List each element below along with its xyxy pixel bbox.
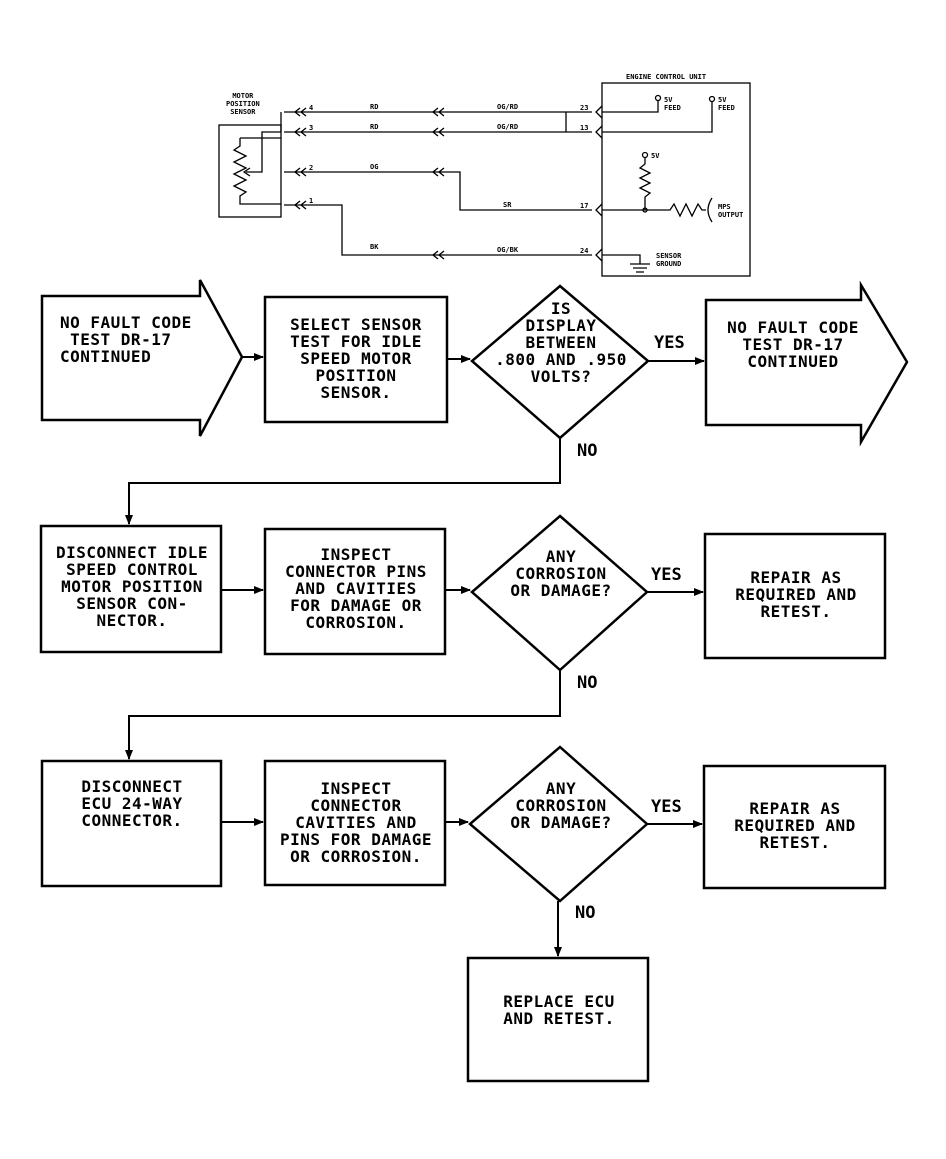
wire-pin-1: [284, 204, 592, 256]
replace-ecu-text: REPLACE ECU AND RETEST.: [503, 992, 615, 1028]
pin-1-label: 1: [309, 197, 314, 205]
repair-retest-text-1: REPAIR AS REQUIRED AND RETEST.: [735, 568, 857, 621]
mps-output-label: MPS OUTPUT: [718, 203, 744, 219]
yes-label-1: YES: [654, 333, 685, 353]
continue-connector-text: NO FAULT CODE TEST DR-17 CONTINUED: [727, 318, 859, 371]
sensor-wiper: [246, 131, 281, 173]
start-connector-text: NO FAULT CODE TEST DR-17 CONTINUED: [60, 313, 192, 366]
sensor-ground-label: SENSOR GROUND: [656, 252, 682, 268]
no-label-1: NO: [577, 441, 598, 461]
display-voltage-question: IS DISPLAY BETWEEN .800 AND .950 VOLTS?: [495, 299, 627, 386]
pin-2-label: 2: [309, 164, 314, 172]
continue-connector-arrow: [704, 280, 909, 447]
repair-retest-box-1: [703, 532, 887, 660]
feed-label-1: 5V FEED: [664, 96, 681, 112]
wire-2-color: OG: [370, 163, 379, 171]
arrow-no-to-disconnect-ecu: [125, 670, 561, 760]
no-label-2: NO: [577, 673, 598, 693]
wire-13-color: OG/RD: [497, 123, 519, 131]
disconnect-idle-sensor-text: DISCONNECT IDLE SPEED CONTROL MOTOR POSI…: [56, 543, 208, 630]
start-connector-arrow: [40, 279, 244, 437]
pin-3-label: 3: [309, 124, 314, 132]
ecu-pin-17: 17: [580, 202, 589, 210]
disconnect-ecu-text: DISCONNECT ECU 24-WAY CONNECTOR.: [81, 777, 183, 830]
wire-4-color: RD: [370, 103, 379, 111]
wire-pin-2: [284, 171, 592, 211]
corrosion-decision-2: [468, 745, 649, 903]
inspect-connector-cavities-text: INSPECT CONNECTOR CAVITIES AND PINS FOR …: [280, 779, 432, 866]
ecu-pin-24: 24: [580, 247, 589, 255]
yes-label-3: YES: [651, 797, 682, 817]
corrosion-question-1: ANY CORROSION OR DAMAGE?: [510, 547, 612, 600]
ecu-pin-13: 13: [580, 124, 589, 132]
select-sensor-test-text: SELECT SENSOR TEST FOR IDLE SPEED MOTOR …: [290, 315, 422, 402]
wire-3-color: RD: [370, 123, 379, 131]
wiring-schematic: [218, 82, 751, 277]
feed-label-2: 5V FEED: [718, 96, 735, 112]
wire-17-color: SR: [503, 201, 512, 209]
corrosion-question-2: ANY CORROSION OR DAMAGE?: [510, 779, 612, 832]
no-label-3: NO: [575, 903, 596, 923]
engine-control-unit-box: [601, 82, 751, 277]
ecu-label: ENGINE CONTROL UNIT: [626, 73, 707, 81]
arrow-no-to-disconnect-idle: [125, 438, 561, 525]
disconnect-ecu-box: [40, 759, 223, 888]
repair-retest-box-2: [702, 764, 887, 890]
ref-5v-label: 5V: [651, 152, 660, 160]
replace-ecu-box: [466, 956, 650, 1083]
ecu-pin-23: 23: [580, 104, 589, 112]
sensor-label: MOTOR POSITION SENSOR: [226, 92, 260, 116]
wire-24-color: OG/BK: [497, 246, 519, 254]
inspect-connector-pins-text: INSPECT CONNECTOR PINS AND CAVITIES FOR …: [285, 545, 427, 632]
sensor-resistor: [232, 138, 281, 205]
repair-retest-text-2: REPAIR AS REQUIRED AND RETEST.: [734, 799, 856, 852]
wire-23-color: OG/RD: [497, 103, 519, 111]
inspect-connector-pins-box: [263, 527, 447, 656]
pin-4-label: 4: [309, 104, 314, 112]
wire-1-color: BK: [370, 243, 379, 251]
yes-label-2: YES: [651, 565, 682, 585]
motor-position-sensor-box: [218, 124, 282, 218]
